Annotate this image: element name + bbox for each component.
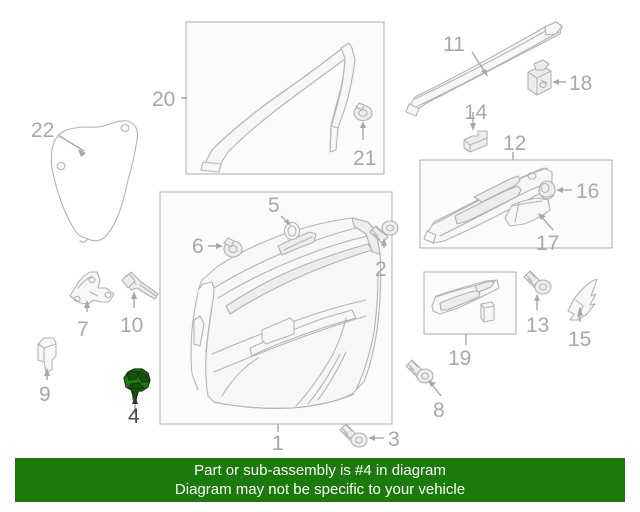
arrowhead-13 (534, 294, 540, 301)
arrowhead-8 (428, 380, 436, 387)
screw-8-part (405, 359, 434, 384)
arrowhead-14 (470, 123, 476, 131)
arrowhead-7 (84, 300, 90, 308)
arrowhead-21 (360, 121, 366, 128)
callout-19: 19 (448, 347, 471, 370)
retainer-15-part (567, 278, 598, 321)
grommet-5-part (283, 221, 301, 241)
switch-button-part (480, 301, 495, 323)
window-frame-trim-part (200, 42, 356, 173)
callout-8: 8 (433, 399, 445, 422)
callout-6: 6 (192, 235, 204, 258)
arrowhead-11 (481, 69, 488, 77)
door-trim-panel-part (190, 217, 382, 409)
callout-12: 12 (503, 132, 526, 155)
arrowhead-10 (131, 291, 137, 299)
arrowhead-16 (556, 187, 563, 193)
callout-17: 17 (536, 232, 559, 255)
banner-line-1: Part or sub-assembly is #4 in diagram (194, 462, 446, 479)
callout-9: 9 (39, 383, 51, 406)
push-pin-clip-6-part (223, 237, 243, 258)
screw-3-part (339, 423, 368, 448)
arrowhead-22 (78, 149, 86, 157)
fastener-21 (353, 102, 373, 122)
arrowhead-4 (132, 396, 138, 404)
screw-13-part (523, 270, 552, 295)
bolt-2-part (369, 220, 399, 244)
callout-1: 1 (272, 432, 284, 455)
banner-line-2: Diagram may not be specific to your vehi… (174, 481, 466, 498)
callout-7: 7 (77, 318, 89, 341)
arrowhead-18 (552, 79, 559, 85)
callout-5: 5 (268, 194, 280, 217)
arrowhead-9 (44, 368, 50, 376)
arrowhead-3 (368, 435, 375, 441)
callout-4: 4 (128, 405, 140, 428)
arrowhead-17 (538, 213, 546, 220)
callout-11: 11 (443, 33, 465, 56)
clip-14-part (463, 130, 488, 153)
callout-20: 20 (152, 88, 175, 111)
callout-10: 10 (120, 314, 143, 337)
water-shield-part (50, 120, 139, 243)
callout-16: 16 (576, 180, 599, 203)
callout-2: 2 (375, 258, 387, 281)
callout-13: 13 (526, 314, 549, 337)
info-banner: Part or sub-assembly is #4 in diagram Di… (15, 458, 625, 502)
arrowhead-5 (284, 219, 291, 226)
stud-pin-10-part (121, 271, 159, 300)
callout-3: 3 (388, 428, 400, 451)
armrest-trim-part (423, 167, 553, 244)
callout-21: 21 (353, 147, 376, 170)
callout-14: 14 (464, 101, 488, 124)
switch-bezel-part (431, 279, 500, 315)
bracket-7-part (69, 271, 115, 305)
arrowhead-2 (381, 238, 387, 246)
arrowhead-15 (577, 306, 583, 316)
retainer-clip-4-highlighted-part (123, 368, 151, 400)
belt-weatherstrip-part (405, 21, 563, 117)
end-cap-17-part (504, 197, 551, 227)
clip-9-part (37, 337, 57, 373)
callout-15: 15 (568, 328, 591, 351)
cap-16-part (538, 180, 556, 200)
callout-22: 22 (31, 119, 54, 142)
arrowhead-6 (216, 243, 223, 249)
leader-22 (57, 134, 85, 152)
clip-18-part (527, 59, 552, 96)
callout-18: 18 (569, 72, 592, 95)
